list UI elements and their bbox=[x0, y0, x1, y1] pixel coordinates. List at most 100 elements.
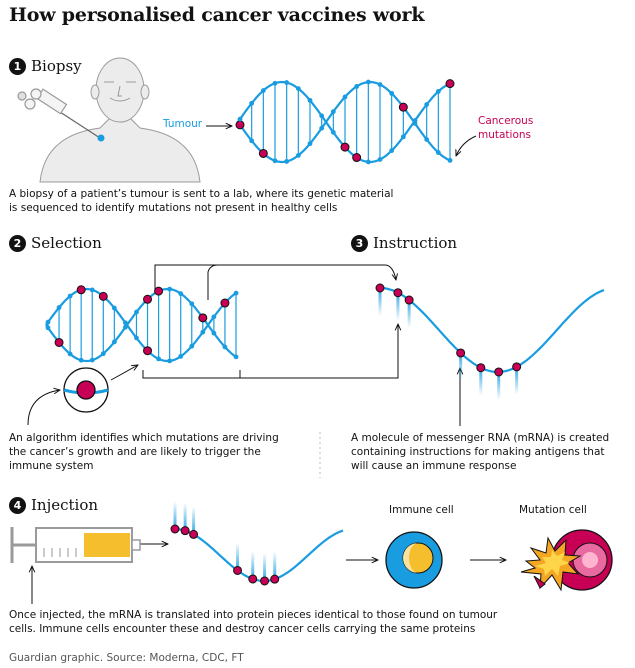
base-dot bbox=[211, 330, 217, 336]
base-dot bbox=[222, 344, 228, 350]
base-dot bbox=[178, 291, 184, 297]
mutation-dot bbox=[189, 529, 199, 539]
step-label: Biopsy bbox=[31, 57, 82, 75]
mutation-dot bbox=[143, 346, 153, 356]
base-dot bbox=[400, 134, 406, 140]
mrna-strand bbox=[379, 286, 605, 374]
base-dot bbox=[389, 90, 395, 96]
base-dot bbox=[295, 86, 301, 92]
mutation-dot bbox=[170, 524, 180, 534]
caption-line: the cancer’s growth and are likely to tr… bbox=[9, 446, 261, 458]
caption-line: A biopsy of a patient’s tumour is sent t… bbox=[9, 188, 394, 200]
mutation-dot bbox=[494, 367, 504, 377]
base-dot bbox=[424, 102, 430, 107]
mutation-zoom-icon bbox=[63, 367, 109, 413]
cancerous-mutations-label-2: mutations bbox=[478, 129, 532, 141]
rna-tick bbox=[273, 551, 277, 580]
base-dot bbox=[307, 97, 313, 103]
base-dot bbox=[249, 100, 255, 106]
patient-figure bbox=[39, 57, 201, 183]
base-dot bbox=[389, 148, 395, 154]
base-dot bbox=[111, 339, 117, 345]
mutation-cell-icon bbox=[520, 529, 613, 592]
rna-tick bbox=[236, 542, 240, 571]
mutation-dot bbox=[445, 79, 455, 89]
base-dot bbox=[319, 125, 325, 131]
arrow-connector-line bbox=[207, 264, 219, 300]
caption-line: Once injected, the mRNA is translated in… bbox=[9, 609, 498, 621]
mutation-dot bbox=[404, 295, 414, 305]
biopsy-needle bbox=[17, 88, 101, 139]
base-dot bbox=[233, 354, 239, 360]
rna-tick bbox=[378, 288, 382, 316]
base-dot bbox=[56, 305, 62, 310]
base-dot bbox=[435, 150, 441, 155]
caption-line: cells. Immune cells encounter these and … bbox=[9, 623, 476, 635]
base-dot bbox=[189, 301, 195, 307]
tumour-label: Tumour bbox=[163, 118, 203, 130]
mutation-dot bbox=[258, 148, 268, 158]
mutation-dot bbox=[340, 142, 350, 152]
base-dot bbox=[100, 351, 106, 357]
base-dot bbox=[67, 351, 73, 357]
base-dot bbox=[284, 159, 290, 164]
base-dot bbox=[45, 319, 51, 325]
base-dot bbox=[272, 80, 278, 86]
mutation-dot bbox=[233, 565, 243, 575]
mutation-dot bbox=[260, 576, 270, 586]
mutation-dot bbox=[98, 291, 108, 301]
base-dot bbox=[365, 159, 371, 165]
mutation-dot bbox=[512, 362, 522, 372]
base-dot bbox=[167, 358, 173, 364]
rna-tick bbox=[263, 552, 267, 581]
base-dot bbox=[233, 290, 239, 296]
base-dot bbox=[78, 357, 84, 363]
step-label: Instruction bbox=[373, 234, 458, 252]
source-note: Guardian graphic. Source: Moderna, CDC, … bbox=[9, 652, 244, 664]
base-dot bbox=[435, 89, 441, 94]
rna-tick bbox=[173, 501, 177, 529]
biopsy-caption: A biopsy of a patient’s tumour is sent t… bbox=[9, 187, 393, 215]
base-dot bbox=[424, 137, 430, 142]
page-title: How personalised cancer vaccines work bbox=[9, 4, 425, 26]
mutation-dot bbox=[352, 153, 362, 163]
base-dot bbox=[377, 82, 383, 87]
base-dot bbox=[412, 118, 418, 123]
step-instruction-heading: 3 Instruction bbox=[351, 234, 457, 252]
caption-line: will cause an immune response bbox=[351, 460, 517, 472]
rna-tick bbox=[497, 371, 501, 400]
caption-line: An algorithm identifies which mutations … bbox=[9, 432, 279, 444]
base-dot bbox=[284, 80, 290, 85]
caption-line: is sequenced to identify mutations not p… bbox=[9, 202, 338, 214]
base-dot bbox=[319, 113, 325, 119]
step-selection-heading: 2 Selection bbox=[9, 234, 102, 252]
base-dot bbox=[272, 158, 278, 164]
base-dot bbox=[89, 357, 95, 363]
mutation-dot bbox=[154, 286, 164, 296]
base-dot bbox=[377, 157, 383, 162]
rna-tick bbox=[183, 502, 187, 531]
base-dot bbox=[134, 335, 139, 341]
step-injection-heading: 4 Injection bbox=[9, 496, 98, 514]
selection-caption: An algorithm identifies which mutations … bbox=[9, 431, 279, 473]
mrna-strand bbox=[174, 527, 344, 583]
step-number: 4 bbox=[9, 496, 26, 514]
arrow-diagonal-icon bbox=[110, 365, 138, 381]
mutation-cell-label: Mutation cell bbox=[519, 504, 587, 516]
base-dot bbox=[330, 109, 336, 115]
mutation-dot bbox=[476, 363, 486, 373]
base-dot bbox=[447, 157, 453, 163]
dna-strand bbox=[45, 287, 239, 363]
base-dot bbox=[123, 324, 128, 330]
rna-tick bbox=[515, 366, 519, 395]
mutation-dot bbox=[220, 298, 230, 308]
rna-tick bbox=[479, 367, 483, 396]
mutation-dot bbox=[248, 574, 258, 584]
mutation-dot bbox=[235, 120, 245, 130]
base-dot bbox=[249, 138, 255, 144]
instruction-caption: A molecule of messenger RNA (mRNA) is cr… bbox=[351, 431, 609, 473]
base-dot bbox=[365, 79, 371, 85]
base-dot bbox=[111, 305, 117, 311]
mutation-dot bbox=[198, 313, 208, 323]
base-dot bbox=[342, 94, 348, 100]
